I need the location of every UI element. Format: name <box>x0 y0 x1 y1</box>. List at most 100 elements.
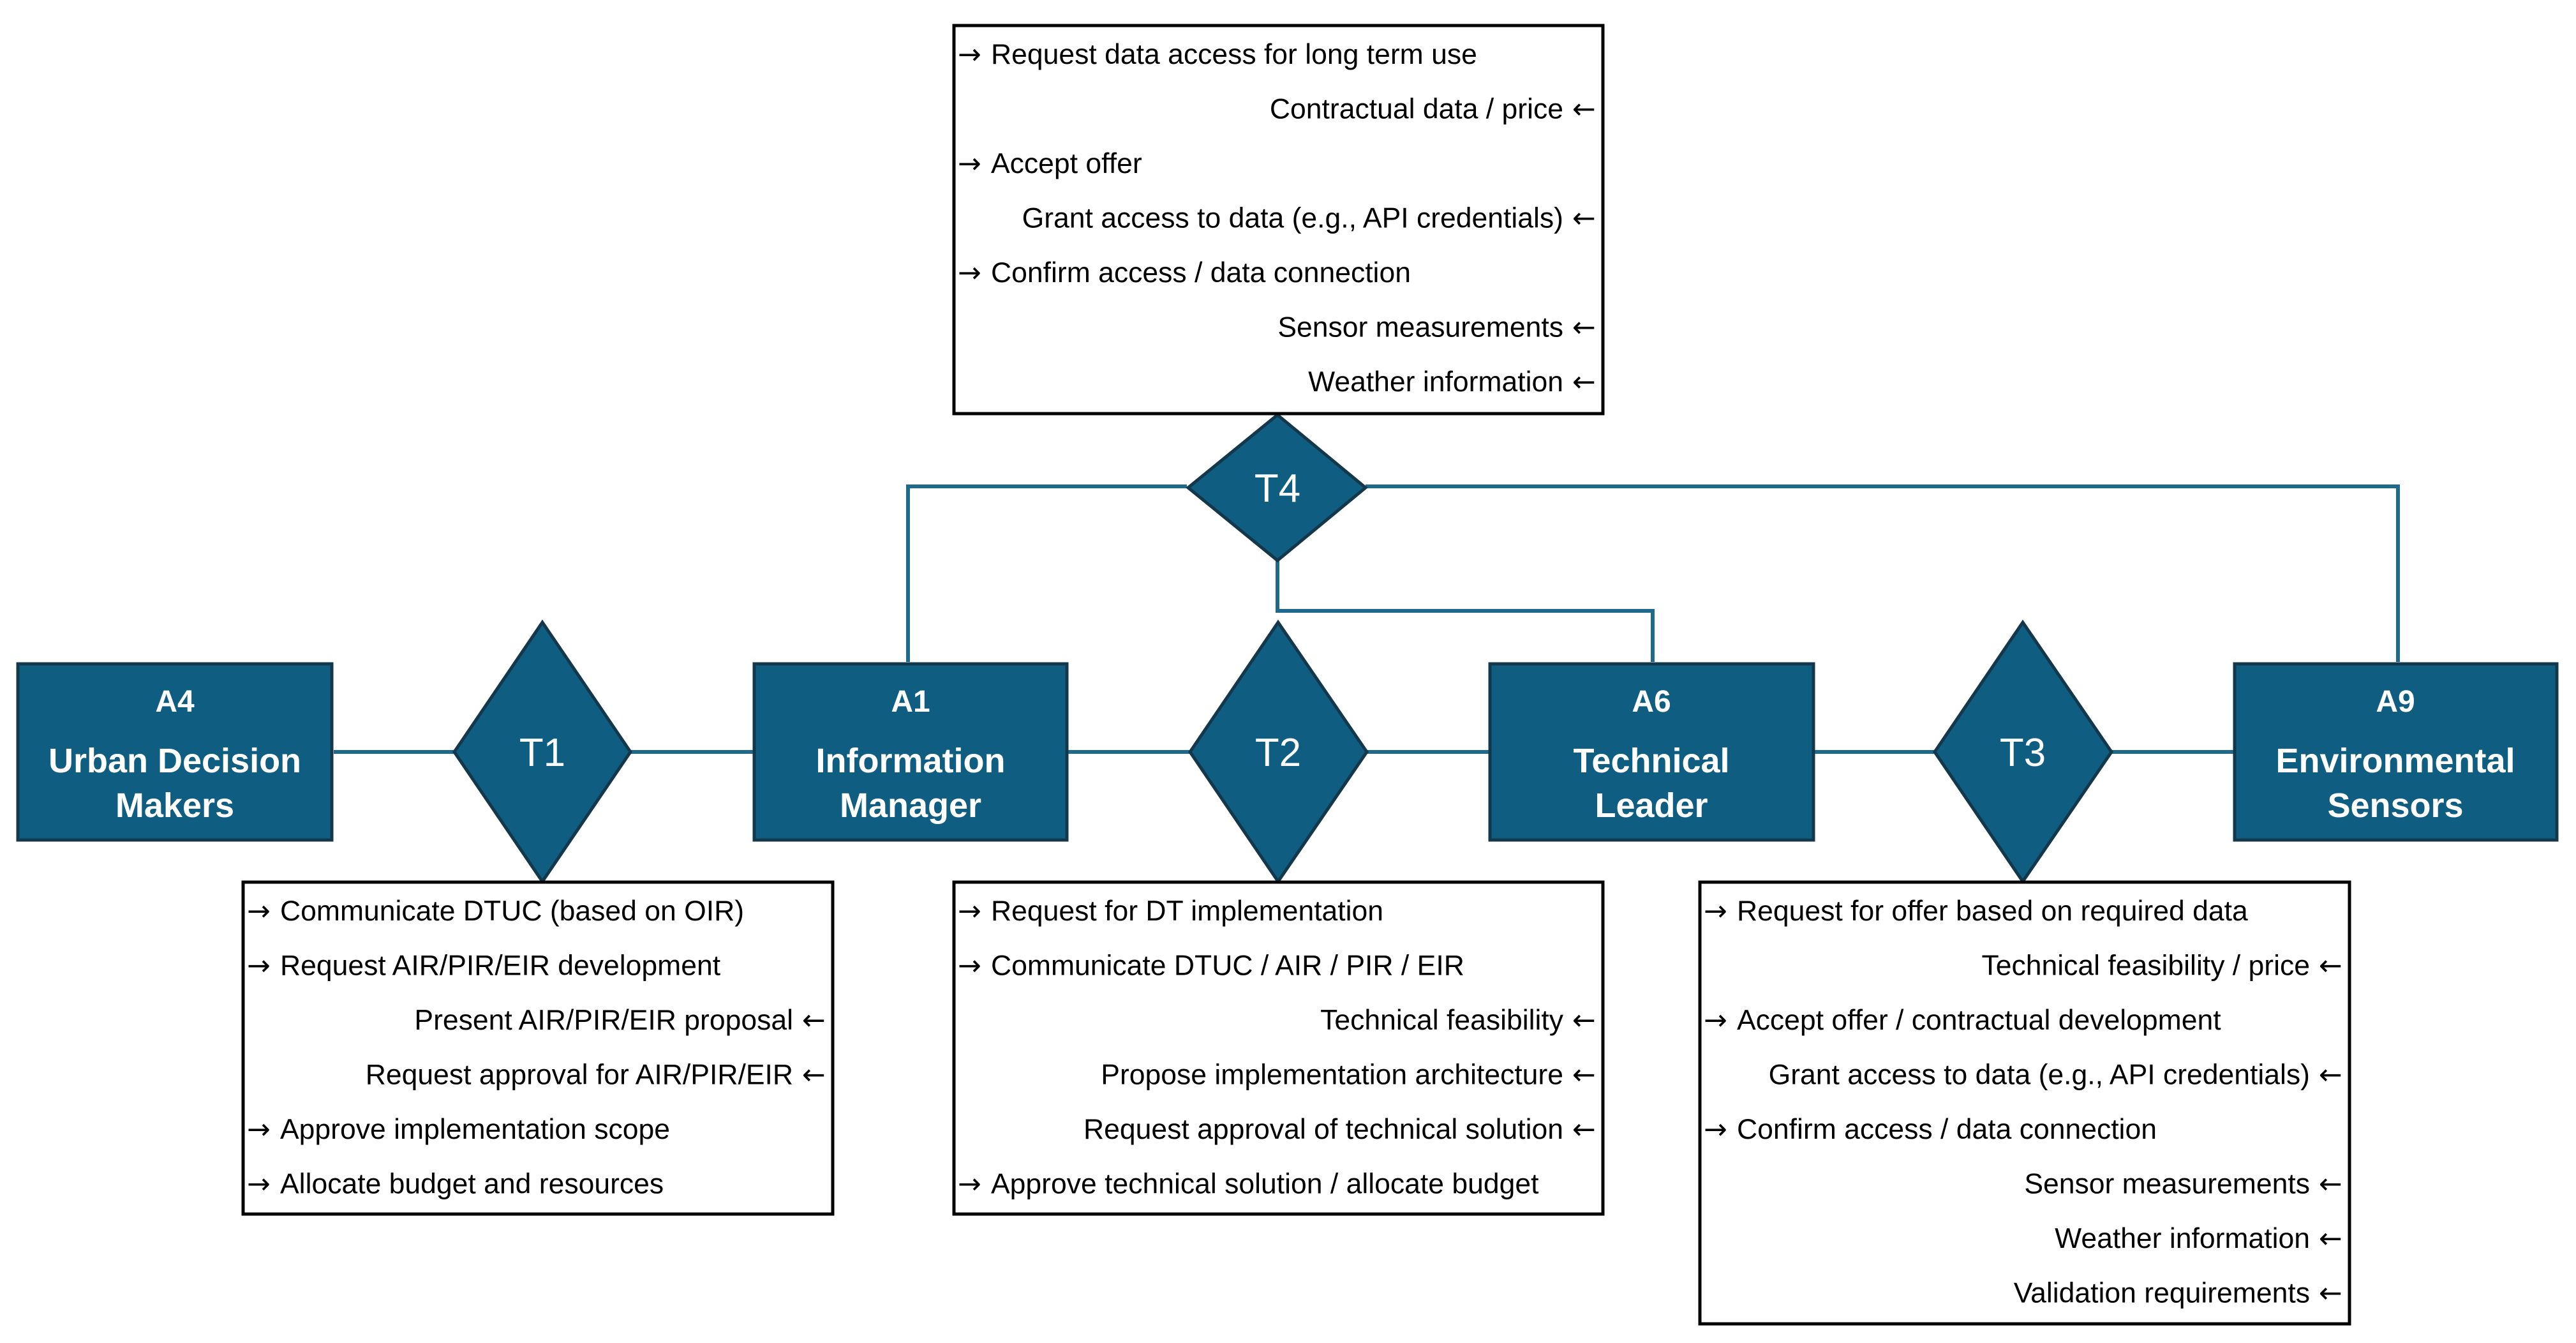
connector-a1-t4 <box>906 484 1187 662</box>
arrow-right-icon: → <box>958 257 981 289</box>
message-item: ← Weather information <box>2055 1222 2342 1255</box>
message-text: Validation requirements <box>2014 1278 2310 1309</box>
arrow-right-icon: → <box>958 147 981 180</box>
message-text: Sensor measurements <box>2024 1169 2310 1200</box>
arrow-left-icon: ← <box>1572 1113 1596 1146</box>
message-text: Communicate DTUC / AIR / PIR / EIR <box>991 950 1464 982</box>
arrow-left-icon: ← <box>802 1004 826 1037</box>
message-box-t4 <box>952 24 1605 416</box>
message-item: ← Propose implementation architecture <box>1101 1059 1596 1092</box>
connector-t4-a9 <box>1366 484 2400 662</box>
message-text: Approve implementation scope <box>280 1114 670 1145</box>
transaction-t3: T3 <box>1932 619 2114 885</box>
message-box-t3 <box>1698 880 2351 1326</box>
message-text: Allocate budget and resources <box>280 1169 664 1200</box>
message-item: → Communicate DTUC / AIR / PIR / EIR <box>958 950 1464 982</box>
message-text: Sensor measurements <box>1277 312 1563 343</box>
message-item: → Request for DT implementation <box>958 895 1383 927</box>
connector-t4-a6 <box>1276 560 1655 662</box>
message-item: →Accept offer / contractual development <box>1704 1004 2221 1037</box>
message-box-t2 <box>952 880 1605 1216</box>
arrow-right-icon: → <box>247 895 271 927</box>
arrow-right-icon: → <box>958 1168 981 1201</box>
actor-name-line1: Urban Decision <box>48 742 301 780</box>
message-text: Accept offer <box>991 148 1142 179</box>
transaction-id: T2 <box>1255 731 1301 775</box>
message-box-t1 <box>241 880 835 1216</box>
arrow-left-icon: ← <box>1572 1004 1596 1037</box>
actor-a4: A4 Urban Decision Makers <box>16 662 334 842</box>
actor-name-line2: Leader <box>1595 786 1708 825</box>
arrow-left-icon: ← <box>2319 1059 2342 1092</box>
message-text: Contractual data / price <box>1270 94 1563 125</box>
message-item: ← Grant access to data (e.g., API credent… <box>1769 1059 2342 1092</box>
message-text: Communicate DTUC (based on OIR) <box>280 896 744 927</box>
message-list-t3: →Request for offer based on required dat… <box>1704 895 2342 1310</box>
actor-name-line1: Technical <box>1573 742 1729 780</box>
message-text: Present AIR/PIR/EIR proposal <box>414 1005 793 1036</box>
message-item: ← Sensor measurements <box>1277 311 1596 344</box>
arrow-left-icon: ← <box>1572 311 1596 344</box>
message-item: → Request data access for long term use <box>958 38 1477 71</box>
message-text: Accept offer / contractual development <box>1737 1005 2221 1036</box>
actor-name-line2: Sensors <box>2327 786 2463 825</box>
actor-name-line1: Environmental <box>2275 742 2515 780</box>
actor-a1: A1 Information Manager <box>752 662 1069 842</box>
message-item: → Accept offer <box>958 147 1142 180</box>
message-text: Weather information <box>1308 366 1563 398</box>
arrow-left-icon: ← <box>802 1059 826 1092</box>
message-text: Propose implementation architecture <box>1101 1060 1563 1091</box>
arrow-right-icon: → <box>247 1168 271 1201</box>
message-item: →Request AIR/PIR/EIR development <box>247 950 721 982</box>
message-text: Confirm access / data connection <box>991 257 1411 289</box>
message-text: Request approval for AIR/PIR/EIR <box>366 1060 793 1091</box>
actor-id: A9 <box>2376 685 2415 719</box>
arrow-left-icon: ← <box>2319 1222 2342 1255</box>
message-list-t1: →Communicate DTUC (based on OIR)→Request… <box>247 895 826 1201</box>
message-item: ←Technical feasibility / price <box>1982 950 2342 982</box>
message-text: Grant access to data (e.g., API credenti… <box>1769 1060 2310 1091</box>
arrow-left-icon: ← <box>2319 1277 2342 1310</box>
arrow-left-icon: ← <box>1572 93 1596 126</box>
arrow-right-icon: → <box>958 38 981 71</box>
message-item: → Confirm access / data connection <box>1704 1113 2157 1146</box>
message-list-t4: → Request data access for long term use ← C… <box>958 38 1596 398</box>
arrow-right-icon: → <box>1704 1113 1727 1146</box>
actor-name-line2: Makers <box>115 786 234 825</box>
arrow-left-icon: ← <box>2319 1168 2342 1201</box>
message-text: Request for DT implementation <box>991 896 1383 927</box>
message-item: ←Technical feasibility <box>1320 1004 1596 1037</box>
arrow-left-icon: ← <box>2319 950 2342 982</box>
message-text: Weather information <box>2055 1223 2310 1254</box>
message-item: → Allocate budget and resources <box>247 1168 664 1201</box>
message-item: ←Grant access to data (e.g., API credent… <box>1022 202 1596 235</box>
message-text: Request AIR/PIR/EIR development <box>280 950 721 982</box>
transaction-id: T4 <box>1254 467 1300 511</box>
message-item: ← Present AIR/PIR/EIR proposal <box>414 1004 825 1037</box>
message-item: → Communicate DTUC (based on OIR) <box>247 895 744 927</box>
arrow-right-icon: → <box>247 1113 271 1146</box>
transaction-t4: T4 <box>1186 412 1368 563</box>
actor-a9: A9 Environmental Sensors <box>2233 662 2559 842</box>
arrow-right-icon: → <box>958 950 981 982</box>
actor-a6: A6 Technical Leader <box>1488 662 1815 842</box>
arrow-right-icon: → <box>1704 895 1727 927</box>
arrow-right-icon: → <box>958 895 981 927</box>
arrow-left-icon: ← <box>1572 366 1596 398</box>
transaction-t1: T1 <box>452 619 633 885</box>
message-item: → Approve implementation scope <box>247 1113 670 1146</box>
actor-id: A4 <box>155 685 195 719</box>
message-item: ← Sensor measurements <box>2024 1168 2342 1201</box>
message-item: ← Validation requirements <box>2014 1277 2342 1310</box>
message-item: →Request for offer based on required dat… <box>1704 895 2248 927</box>
message-item: ← Request approval for AIR/PIR/EIR <box>366 1059 826 1092</box>
message-item: →Approve technical solution / allocate b… <box>958 1168 1539 1201</box>
transaction-id: T3 <box>2000 731 2046 775</box>
transaction-id: T1 <box>519 731 565 775</box>
message-text: Confirm access / data connection <box>1737 1114 2157 1145</box>
message-text: Request data access for long term use <box>991 39 1477 70</box>
actor-id: A6 <box>1632 685 1671 719</box>
arrow-left-icon: ← <box>1572 202 1596 235</box>
arrow-left-icon: ← <box>1572 1059 1596 1092</box>
